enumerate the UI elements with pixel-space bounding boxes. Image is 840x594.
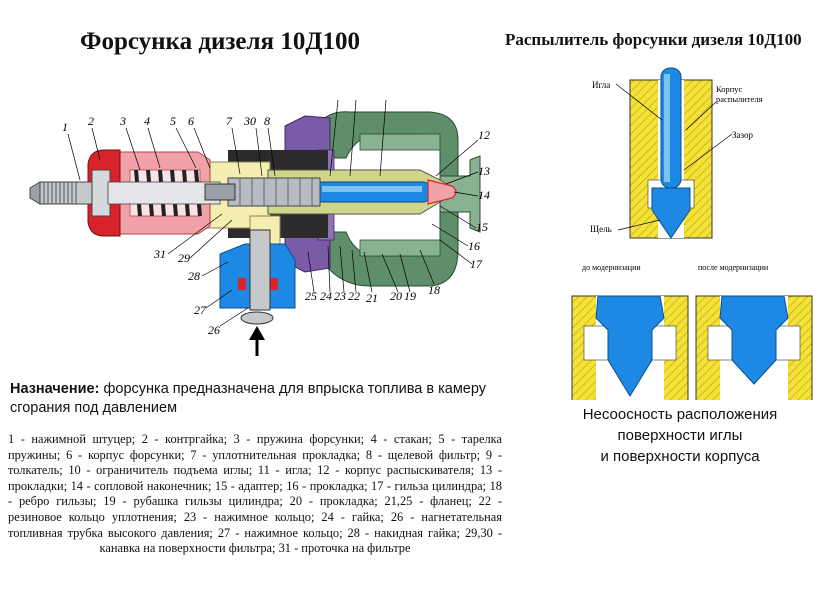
callout-30: 30	[243, 114, 256, 128]
callout-21: 21	[366, 291, 378, 305]
callout-31: 31	[153, 247, 166, 261]
union-nut	[219, 229, 296, 311]
slot-label: Щель	[590, 224, 612, 234]
needle-label: Игла	[592, 80, 610, 90]
callout-16: 16	[468, 239, 480, 253]
callout-13: 13	[478, 164, 490, 178]
callout-19: 19	[404, 289, 416, 303]
nozzle-tip	[427, 179, 457, 205]
gap-label: Зазор	[732, 130, 754, 140]
callout-23: 23	[334, 289, 346, 303]
callout-26: 26	[208, 323, 220, 337]
callout-20: 20	[390, 289, 402, 303]
callout-17: 17	[470, 257, 483, 271]
sprayer-after	[695, 295, 813, 400]
callout-3: 3	[119, 114, 126, 128]
slot-filter	[227, 177, 321, 207]
callout-6: 6	[188, 114, 194, 128]
callout-7: 7	[226, 114, 233, 128]
callout-29: 29	[178, 251, 190, 265]
sprayer-before	[571, 295, 689, 400]
after-label: после модернизации	[698, 263, 769, 272]
needle	[315, 181, 429, 203]
callout-2: 2	[88, 114, 94, 128]
sprayer-title: Распылитель форсунки дизеля 10Д100	[505, 30, 802, 49]
caption-line: поверхности иглы	[617, 427, 743, 444]
callout-15: 15	[476, 220, 488, 234]
callout-27: 27	[194, 303, 207, 317]
callout-22: 22	[348, 289, 360, 303]
callout-8: 8	[264, 114, 270, 128]
callout-24: 24	[320, 289, 332, 303]
body-label-line2: распылителя	[716, 94, 763, 104]
sprayer-leaders	[615, 83, 733, 231]
callout-5: 5	[170, 114, 176, 128]
pressure-fitting	[29, 169, 221, 217]
callout-12: 12	[478, 128, 490, 142]
callout-18: 18	[428, 283, 440, 297]
parts-legend: 1 - нажимной штуцер; 2 - контргайка; 3 -…	[8, 432, 502, 556]
before-label: до модернизации	[582, 263, 641, 272]
fuel-flow-arrow	[249, 326, 265, 356]
callout-28: 28	[188, 269, 200, 283]
callout-leaders	[67, 99, 479, 327]
callout-25: 25	[305, 289, 317, 303]
needle-top	[651, 67, 691, 239]
pusher	[204, 183, 236, 201]
sprayer-detail-diagram: Игла Корпус распылителя Зазор Щель до мо…	[571, 67, 813, 400]
injector-cross-section-diagram: 1 2 3 4 5 6 7 30 8 12 13 14 15 16 17 18 …	[29, 99, 490, 356]
purpose-heading: Назначение:	[10, 381, 100, 397]
body-label-line1: Корпус	[716, 84, 743, 94]
purpose-paragraph: Назначение: форсунка предназначена для в…	[10, 380, 500, 418]
callout-14: 14	[478, 188, 490, 202]
page-title: Форсунка дизеля 10Д100	[80, 28, 361, 55]
caption-line: Несоосность расположения	[582, 406, 778, 423]
fuel-pipe	[240, 311, 274, 325]
caption-line: и поверхности корпуса	[600, 448, 760, 465]
purpose-text: форсунка предназначена для впрыска топли…	[10, 381, 487, 416]
misalignment-caption: Несоосность расположения поверхности игл…	[565, 404, 795, 467]
callout-1: 1	[62, 120, 68, 134]
callout-4: 4	[144, 114, 150, 128]
